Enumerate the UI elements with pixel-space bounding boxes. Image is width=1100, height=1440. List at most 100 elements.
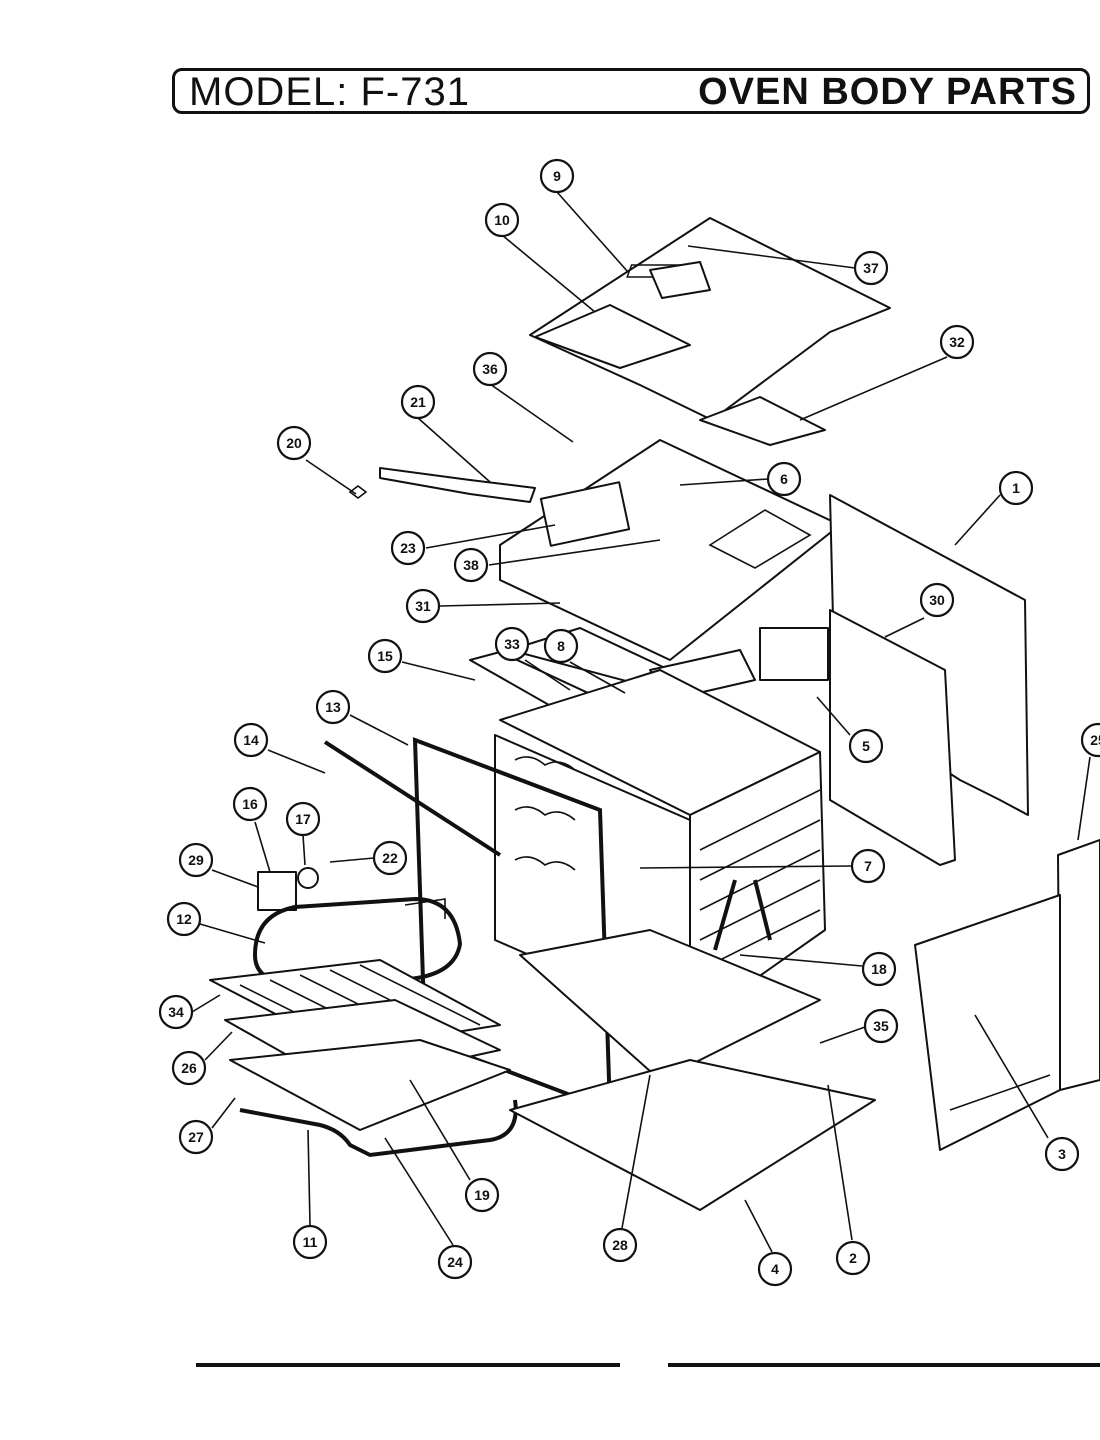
leader-5: [816, 696, 851, 736]
door-latch-bracket: [379, 467, 536, 503]
callout-11: 11: [292, 1224, 328, 1260]
svg-text:36: 36: [482, 361, 498, 377]
leader-16: [254, 821, 271, 873]
callout-32: 32: [939, 324, 975, 360]
leader-13: [349, 714, 409, 746]
leader-6: [679, 478, 769, 486]
cavity-side-ribs: [699, 789, 821, 971]
callout-36: 36: [472, 351, 508, 387]
svg-text:27: 27: [188, 1129, 204, 1145]
svg-text:18: 18: [871, 961, 887, 977]
leader-25: [1077, 756, 1091, 841]
svg-text:37: 37: [863, 260, 879, 276]
side-panel-inner: [829, 609, 956, 866]
callout-13: 13: [315, 689, 351, 725]
leader-17: [302, 834, 306, 866]
leader-30: [884, 617, 925, 638]
oven-bottom-panel: [519, 929, 821, 1081]
callout-2: 2: [835, 1240, 871, 1276]
svg-text:11: 11: [303, 1234, 318, 1250]
callout-9: 9: [539, 158, 575, 194]
top-panel-window: [708, 509, 812, 569]
svg-text:9: 9: [553, 168, 561, 184]
leader-24: [384, 1137, 454, 1246]
thermostat-knob: [297, 867, 319, 889]
svg-text:10: 10: [494, 212, 510, 228]
callout-6: 6: [766, 461, 802, 497]
leader-27: [211, 1097, 236, 1129]
back-panel: [1057, 839, 1100, 1091]
leader-29: [211, 869, 259, 888]
rack-guides: [514, 756, 576, 871]
control-panel: [914, 894, 1061, 1151]
leader-31: [439, 602, 561, 607]
leader-3: [974, 1014, 1049, 1139]
callout-18: 18: [861, 951, 897, 987]
svg-text:14: 14: [243, 732, 259, 748]
leader-21: [417, 417, 491, 483]
leader-20: [305, 459, 357, 495]
callout-7: 7: [850, 848, 886, 884]
svg-text:4: 4: [771, 1261, 779, 1277]
svg-text:5: 5: [862, 738, 870, 754]
leader-35: [819, 1026, 866, 1044]
callout-31: 31: [405, 588, 441, 624]
callout-24: 24: [437, 1244, 473, 1280]
svg-text:30: 30: [929, 592, 945, 608]
leader-23: [425, 524, 556, 549]
callout-34: 34: [158, 994, 194, 1030]
leader-8: [569, 661, 626, 694]
leader-15: [401, 661, 476, 681]
motor-bracket: [649, 261, 711, 299]
callout-33: 33: [494, 626, 530, 662]
footer-rule-right: [668, 1363, 1100, 1367]
svg-text:8: 8: [557, 638, 565, 654]
callout-10: 10: [484, 202, 520, 238]
leader-12: [199, 923, 266, 944]
insulation-pad: [534, 304, 691, 369]
callout-21: 21: [400, 384, 436, 420]
svg-text:34: 34: [168, 1004, 184, 1020]
svg-text:1: 1: [1012, 480, 1020, 496]
leader-9: [556, 191, 629, 273]
leader-32: [799, 356, 948, 421]
leader-11: [307, 1129, 311, 1226]
callout-4: 4: [757, 1251, 793, 1287]
svg-text:2: 2: [849, 1250, 857, 1266]
svg-text:28: 28: [612, 1237, 628, 1253]
callout-23: 23: [390, 530, 426, 566]
section-label: OVEN BODY PARTS: [698, 71, 1077, 113]
svg-text:20: 20: [286, 435, 302, 451]
leader-18: [739, 954, 863, 967]
svg-text:16: 16: [242, 796, 258, 812]
callout-27: 27: [178, 1119, 214, 1155]
svg-text:25: 25: [1090, 732, 1100, 748]
callout-14: 14: [233, 722, 269, 758]
svg-text:21: 21: [410, 394, 426, 410]
leader-10: [501, 234, 596, 313]
callout-38: 38: [453, 547, 489, 583]
top-cover-panel: [529, 217, 891, 421]
bake-element: [239, 1099, 518, 1158]
svg-text:26: 26: [181, 1060, 197, 1076]
callout-12: 12: [166, 901, 202, 937]
leader-38: [488, 539, 661, 566]
svg-text:23: 23: [400, 540, 416, 556]
callout-29: 29: [178, 842, 214, 878]
control-panel-buttons: [949, 1074, 1051, 1111]
leader-19: [409, 1079, 471, 1181]
svg-text:35: 35: [873, 1018, 889, 1034]
door-rod: [323, 740, 502, 857]
svg-text:13: 13: [325, 699, 341, 715]
svg-text:7: 7: [864, 858, 872, 874]
leader-1: [954, 494, 1001, 546]
leader-4: [744, 1199, 773, 1253]
callout-17: 17: [285, 801, 321, 837]
callout-19: 19: [464, 1177, 500, 1213]
callout-26: 26: [171, 1050, 207, 1086]
broil-element-terminal: [404, 898, 446, 919]
svg-text:33: 33: [504, 636, 520, 652]
callout-16: 16: [232, 786, 268, 822]
leader-22: [329, 857, 375, 863]
